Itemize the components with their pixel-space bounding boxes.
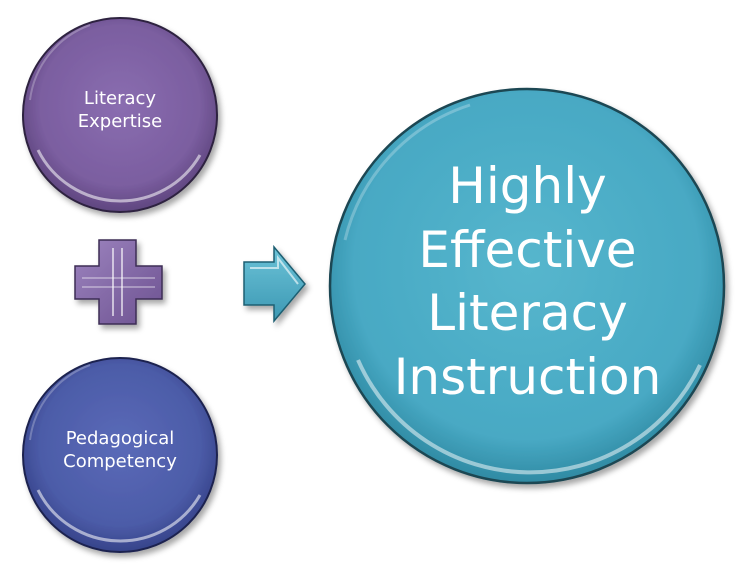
result-line4: Instruction <box>393 347 662 406</box>
plus-icon <box>74 239 163 325</box>
pedagogical-competency-label: Pedagogical Competency <box>25 428 215 473</box>
result-line1: Highly <box>448 157 607 215</box>
literacy-expertise-label: Literacy Expertise <box>30 88 210 133</box>
result-label: Highly Effective Literacy Instruction <box>355 155 700 409</box>
right-arrow-icon <box>243 244 306 324</box>
pedagogical-competency-line2: Competency <box>63 450 177 472</box>
literacy-expertise-line1: Literacy <box>83 88 157 109</box>
literacy-expertise-line2: Expertise <box>77 110 163 132</box>
pedagogical-competency-circle <box>22 357 218 553</box>
highly-effective-instruction-circle <box>328 87 726 485</box>
result-line2: Effective <box>418 220 637 279</box>
result-line3: Literacy <box>427 284 628 342</box>
literacy-expertise-circle <box>22 17 218 213</box>
pedagogical-competency-line1: Pedagogical <box>65 428 175 449</box>
